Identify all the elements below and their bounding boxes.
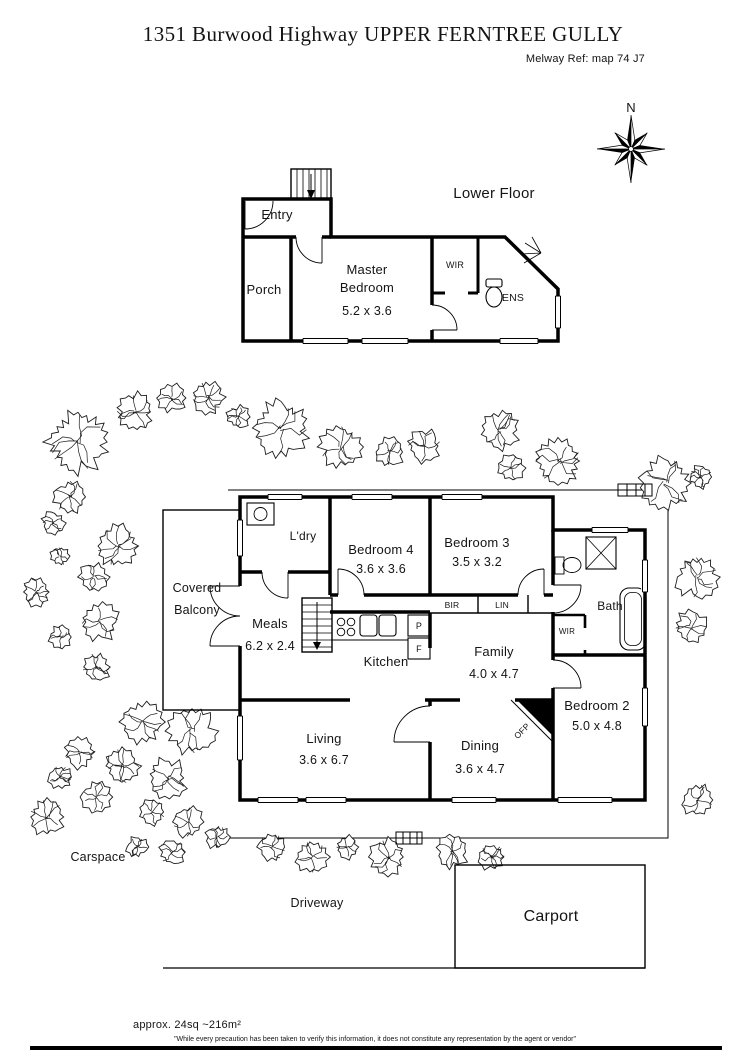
pantry-box — [407, 614, 431, 637]
ens-door — [431, 304, 458, 331]
shower-head-icon — [520, 236, 542, 264]
laundry-trough-icon — [246, 502, 275, 526]
dims-family: 4.0 x 4.7 — [469, 667, 519, 681]
balcony-doors — [209, 585, 244, 647]
bath-hall-door — [552, 584, 582, 614]
label-fridge: F — [416, 644, 422, 654]
room-label-wir-main: WIR — [559, 627, 575, 636]
labels: 1351 Burwood Highway UPPER FERNTREE GULL… — [70, 22, 645, 1043]
gate-symbols — [395, 483, 653, 845]
stairs-main — [301, 597, 333, 653]
room-label-covered: Covered — [173, 581, 222, 595]
main-floor-plan — [162, 493, 649, 804]
label-carport: Carport — [524, 908, 579, 925]
carport-outline — [454, 864, 646, 969]
room-label-meals: Meals — [252, 616, 288, 631]
room-label-ens: ENS — [502, 292, 524, 304]
footer-bar — [30, 1046, 722, 1050]
bedroom2-door — [552, 659, 582, 689]
site-structures — [163, 864, 646, 969]
room-label-master-1: Master — [347, 262, 388, 277]
room-label-bath: Bath — [597, 599, 623, 613]
windows-main — [236, 493, 649, 804]
laundry-door — [261, 571, 289, 599]
label-lin: LIN — [495, 600, 509, 610]
room-label-laundry: L'dry — [290, 529, 317, 543]
dims-bedroom4: 3.6 x 3.6 — [356, 562, 406, 576]
room-label-entry: Entry — [261, 207, 293, 222]
room-label-kitchen: Kitchen — [364, 654, 409, 669]
sink-icon — [359, 614, 378, 637]
compass-n-label: N — [626, 100, 636, 115]
disclaimer-text: "While every precaution has been taken t… — [174, 1036, 576, 1043]
room-label-master-2: Bedroom — [340, 280, 394, 295]
page-title: 1351 Burwood Highway UPPER FERNTREE GULL… — [143, 22, 623, 46]
windows-lower — [302, 295, 562, 345]
dims-dining: 3.6 x 4.7 — [455, 762, 505, 776]
label-carspace: Carspace — [70, 850, 125, 864]
stair-arrow — [307, 190, 315, 199]
dims-bedroom2: 5.0 x 4.8 — [572, 719, 622, 733]
room-label-bedroom4: Bedroom 4 — [348, 542, 413, 557]
bir-lin-cupboards — [430, 595, 553, 614]
dining-door — [393, 705, 431, 743]
label-driveway: Driveway — [291, 896, 345, 910]
dims-master: 5.2 x 3.6 — [342, 304, 392, 318]
compass-icon — [596, 114, 666, 184]
label-bir: BIR — [445, 600, 460, 610]
room-label-bedroom3: Bedroom 3 — [444, 535, 509, 550]
cooktop-icon — [336, 617, 356, 637]
room-label-family: Family — [474, 644, 514, 659]
fridge-box — [407, 637, 431, 660]
room-label-bedroom2: Bedroom 2 — [564, 698, 629, 713]
dims-living: 3.6 x 6.7 — [299, 753, 349, 767]
bathtub-icon — [619, 587, 647, 651]
section-label-lower-floor: Lower Floor — [453, 185, 534, 202]
dims-bedroom3: 3.5 x 3.2 — [452, 555, 502, 569]
lower-floor-plan — [241, 168, 562, 345]
label-pantry: P — [416, 621, 422, 631]
toilet-icon-main — [554, 556, 582, 575]
toilet-icon — [485, 278, 503, 308]
area-note: approx. 24sq ~216m² — [133, 1019, 241, 1031]
kitchen-bench — [332, 614, 431, 660]
room-label-living: Living — [306, 731, 341, 746]
room-label-wir-lower: WIR — [446, 260, 464, 270]
bedroom4-door — [337, 568, 365, 596]
trees — [22, 380, 721, 878]
room-label-porch: Porch — [247, 282, 282, 297]
shower-icon — [585, 536, 617, 570]
ofp-fireplace — [510, 699, 554, 743]
master-door — [295, 236, 323, 264]
melway-ref: Melway Ref: map 74 J7 — [526, 53, 645, 65]
dims-meals: 6.2 x 2.4 — [245, 639, 295, 653]
room-label-dining: Dining — [461, 738, 499, 753]
entry-door — [244, 200, 274, 230]
room-label-balcony: Balcony — [174, 603, 220, 617]
bedroom3-door — [517, 568, 545, 596]
